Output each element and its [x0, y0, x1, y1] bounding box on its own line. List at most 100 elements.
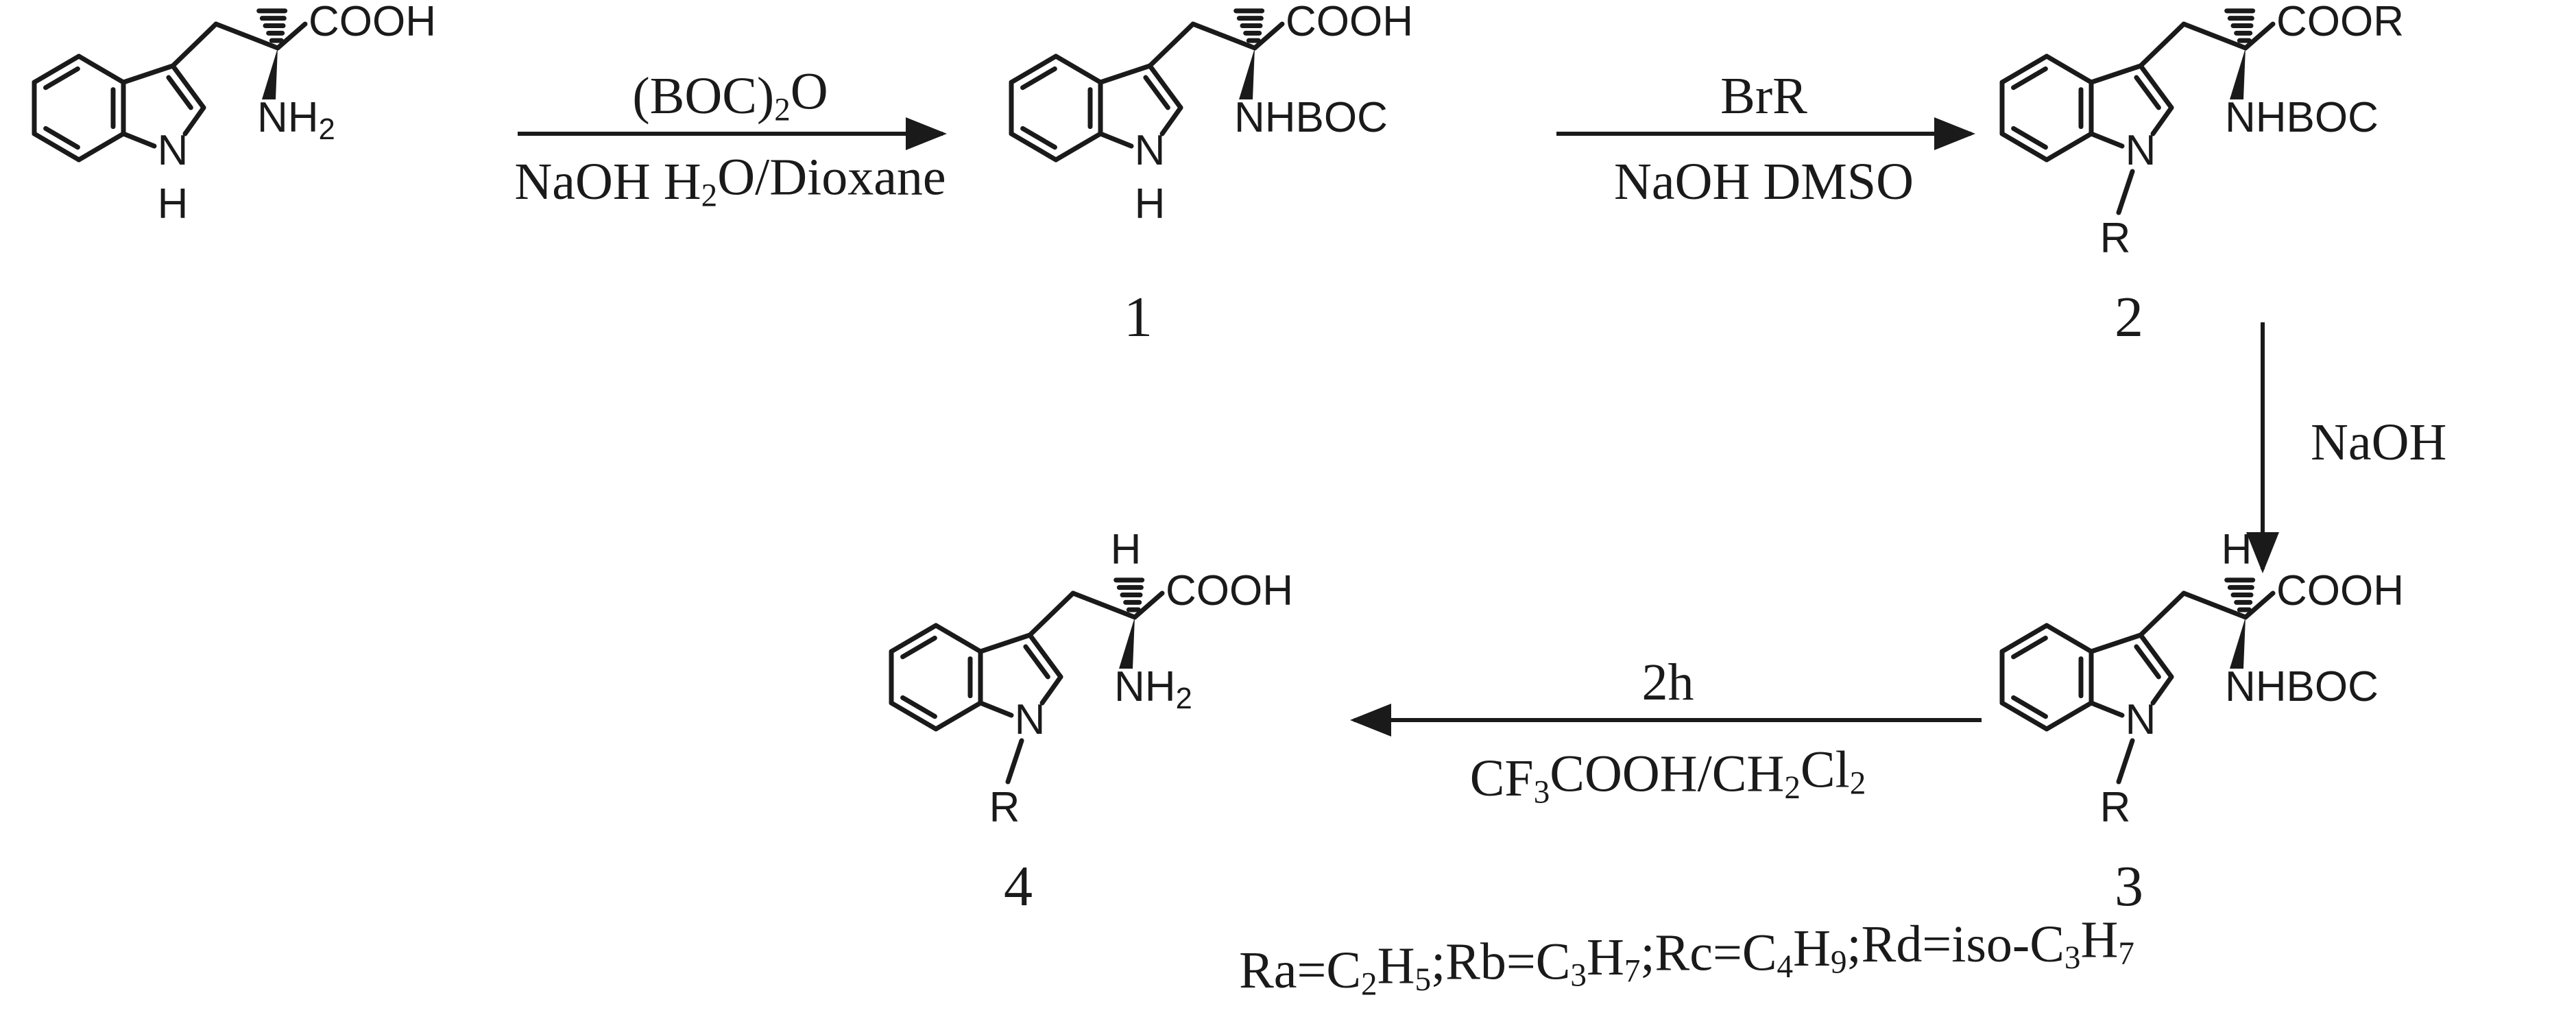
- r-group-footnote-run: ;Rc=C: [1640, 924, 1777, 982]
- benzene-bond: [1053, 53, 1103, 85]
- pyrrole-bond: [1098, 63, 1153, 85]
- nitrogen-atom: N: [2126, 127, 2156, 174]
- benzene-double-bond: [1020, 66, 1057, 91]
- reagent-step3-run: NaOH: [2311, 414, 2446, 471]
- indole-n-substituent: H: [158, 180, 189, 228]
- benzene-double-bond: [2011, 66, 2048, 91]
- pyrrole-bond: [2089, 700, 2125, 718]
- benzene-bond: [1999, 700, 2049, 732]
- pyrrole-bond: [978, 632, 1033, 654]
- benzene-bond: [1999, 131, 2049, 163]
- pyrrole-bond: [2138, 632, 2174, 680]
- wedge-bond: [2230, 617, 2246, 669]
- r-group-footnote-run: ;Rb=C: [1431, 933, 1570, 990]
- nitrogen-atom: N: [2126, 696, 2156, 743]
- r-group-footnote-run: 3: [1570, 958, 1587, 994]
- carboxyl-bond: [275, 21, 308, 51]
- pyrrole-bond: [2089, 63, 2143, 85]
- indole-nitrogen: N: [1015, 696, 1046, 743]
- pyrrole-bond: [2150, 674, 2174, 706]
- pyrrole-bond: [182, 105, 206, 136]
- n-substituent-bond: [2116, 738, 2135, 785]
- side-chain-bond: [170, 21, 219, 69]
- reaction-arrows: [518, 117, 2279, 737]
- r-group-footnote-run: H: [1793, 920, 1831, 977]
- r-group-footnote-run: ;Rd=iso-C: [1847, 916, 2065, 973]
- n-substituent-bond: [1005, 738, 1024, 785]
- pyrrole-bond: [121, 131, 157, 149]
- carboxyl-group: COOH: [2276, 567, 2404, 614]
- indole-n-substituent: R: [2100, 215, 2131, 262]
- wedge-bond: [1119, 617, 1135, 669]
- benzene-double-bond: [43, 125, 80, 150]
- side-chain-bond: [1027, 590, 1076, 638]
- r-group-footnote-run: 7: [1624, 953, 1641, 989]
- amine-group: NH2: [257, 94, 335, 146]
- benzene-bond: [2044, 700, 2094, 732]
- benzene-bond: [32, 131, 82, 163]
- nitrogen-atom: N: [1135, 127, 1166, 174]
- pyrrole-bond: [2089, 632, 2143, 654]
- benzene-bond: [2044, 623, 2094, 654]
- benzene-bond: [933, 700, 983, 732]
- benzene-bond: [76, 53, 126, 85]
- amine-group-text: NH: [1114, 663, 1176, 710]
- carboxyl-group: COOH: [1286, 0, 1413, 45]
- compound-number: 2: [2115, 285, 2143, 349]
- amine-subscript: 2: [1176, 682, 1192, 715]
- r-group-footnote-run: 2: [1361, 966, 1377, 1002]
- amine-group-text: NH: [257, 94, 319, 141]
- reagent-bottom-step1-run: O/Dioxane: [717, 149, 946, 206]
- wedge-bond: [2230, 48, 2246, 99]
- pyrrole-double-bond: [2134, 644, 2161, 680]
- reagent-top-step4: 2h: [1642, 654, 1694, 711]
- benzene-double-bond: [2011, 695, 2048, 719]
- benzene-double-bond: [900, 695, 937, 719]
- molecule-start: NH H COOH NH2: [32, 0, 436, 228]
- pyrrole-bond: [2089, 131, 2125, 149]
- reagent-top-step4-run: 2h: [1642, 654, 1694, 711]
- indole-nitrogen: N: [2126, 127, 2156, 174]
- compound-number: 4: [1004, 854, 1033, 918]
- carboxyl-group: COOR: [2276, 0, 2404, 45]
- benzene-double-bond: [2011, 125, 2048, 150]
- reagent-bottom-step4-run: 2: [1784, 770, 1801, 806]
- reagent-bottom-step2: NaOH DMSO: [1614, 153, 1914, 211]
- nitrogen-atom: N: [1015, 696, 1046, 743]
- molecule-m1: NHHCOOHNHBOC1: [1009, 0, 1413, 349]
- benzene-bond: [1999, 623, 2049, 654]
- pyrrole-bond: [2138, 63, 2174, 110]
- benzene-double-bond: [1020, 125, 1057, 150]
- benzene-bond: [32, 53, 82, 85]
- benzene-bond: [889, 623, 939, 654]
- reagent-top-step2: BrR: [1720, 67, 1807, 125]
- pyrrole-bond: [1159, 105, 1183, 136]
- benzene-bond: [2044, 131, 2094, 163]
- indole-n-substituent: R: [2100, 784, 2131, 831]
- r-group-footnote-run: 9: [1831, 945, 1847, 981]
- amine-subscript: 2: [319, 113, 335, 146]
- indole-n-substituent: R: [989, 784, 1020, 831]
- r-group-footnote-run: 4: [1777, 949, 1794, 985]
- amine-group-text: NHBOC: [1234, 94, 1388, 141]
- compound-number: 1: [1124, 285, 1153, 349]
- reagent-bottom-step2-run: NaOH DMSO: [1614, 153, 1914, 211]
- indole-nitrogen: N: [1135, 127, 1166, 174]
- benzene-bond: [1053, 131, 1103, 163]
- r-group-footnote-run: 3: [2065, 940, 2081, 976]
- amine-group: NH2: [1114, 663, 1192, 715]
- wedge-bond: [1239, 48, 1255, 99]
- amine-group-text: NHBOC: [2225, 663, 2379, 710]
- r-group-footnote: Ra=C2H5;Rb=C3H7;Rc=C4H9;Rd=iso-C3H7: [1239, 911, 2134, 1003]
- r-group-footnote-run: 5: [1415, 962, 1432, 998]
- amine-group: NHBOC: [2225, 663, 2379, 710]
- reagent-top-step1-run: O: [791, 63, 828, 121]
- n-substituent-bond: [2116, 169, 2135, 215]
- side-chain-bond: [213, 21, 280, 51]
- carboxyl-group: COOH: [309, 0, 436, 45]
- benzene-bond: [889, 700, 939, 732]
